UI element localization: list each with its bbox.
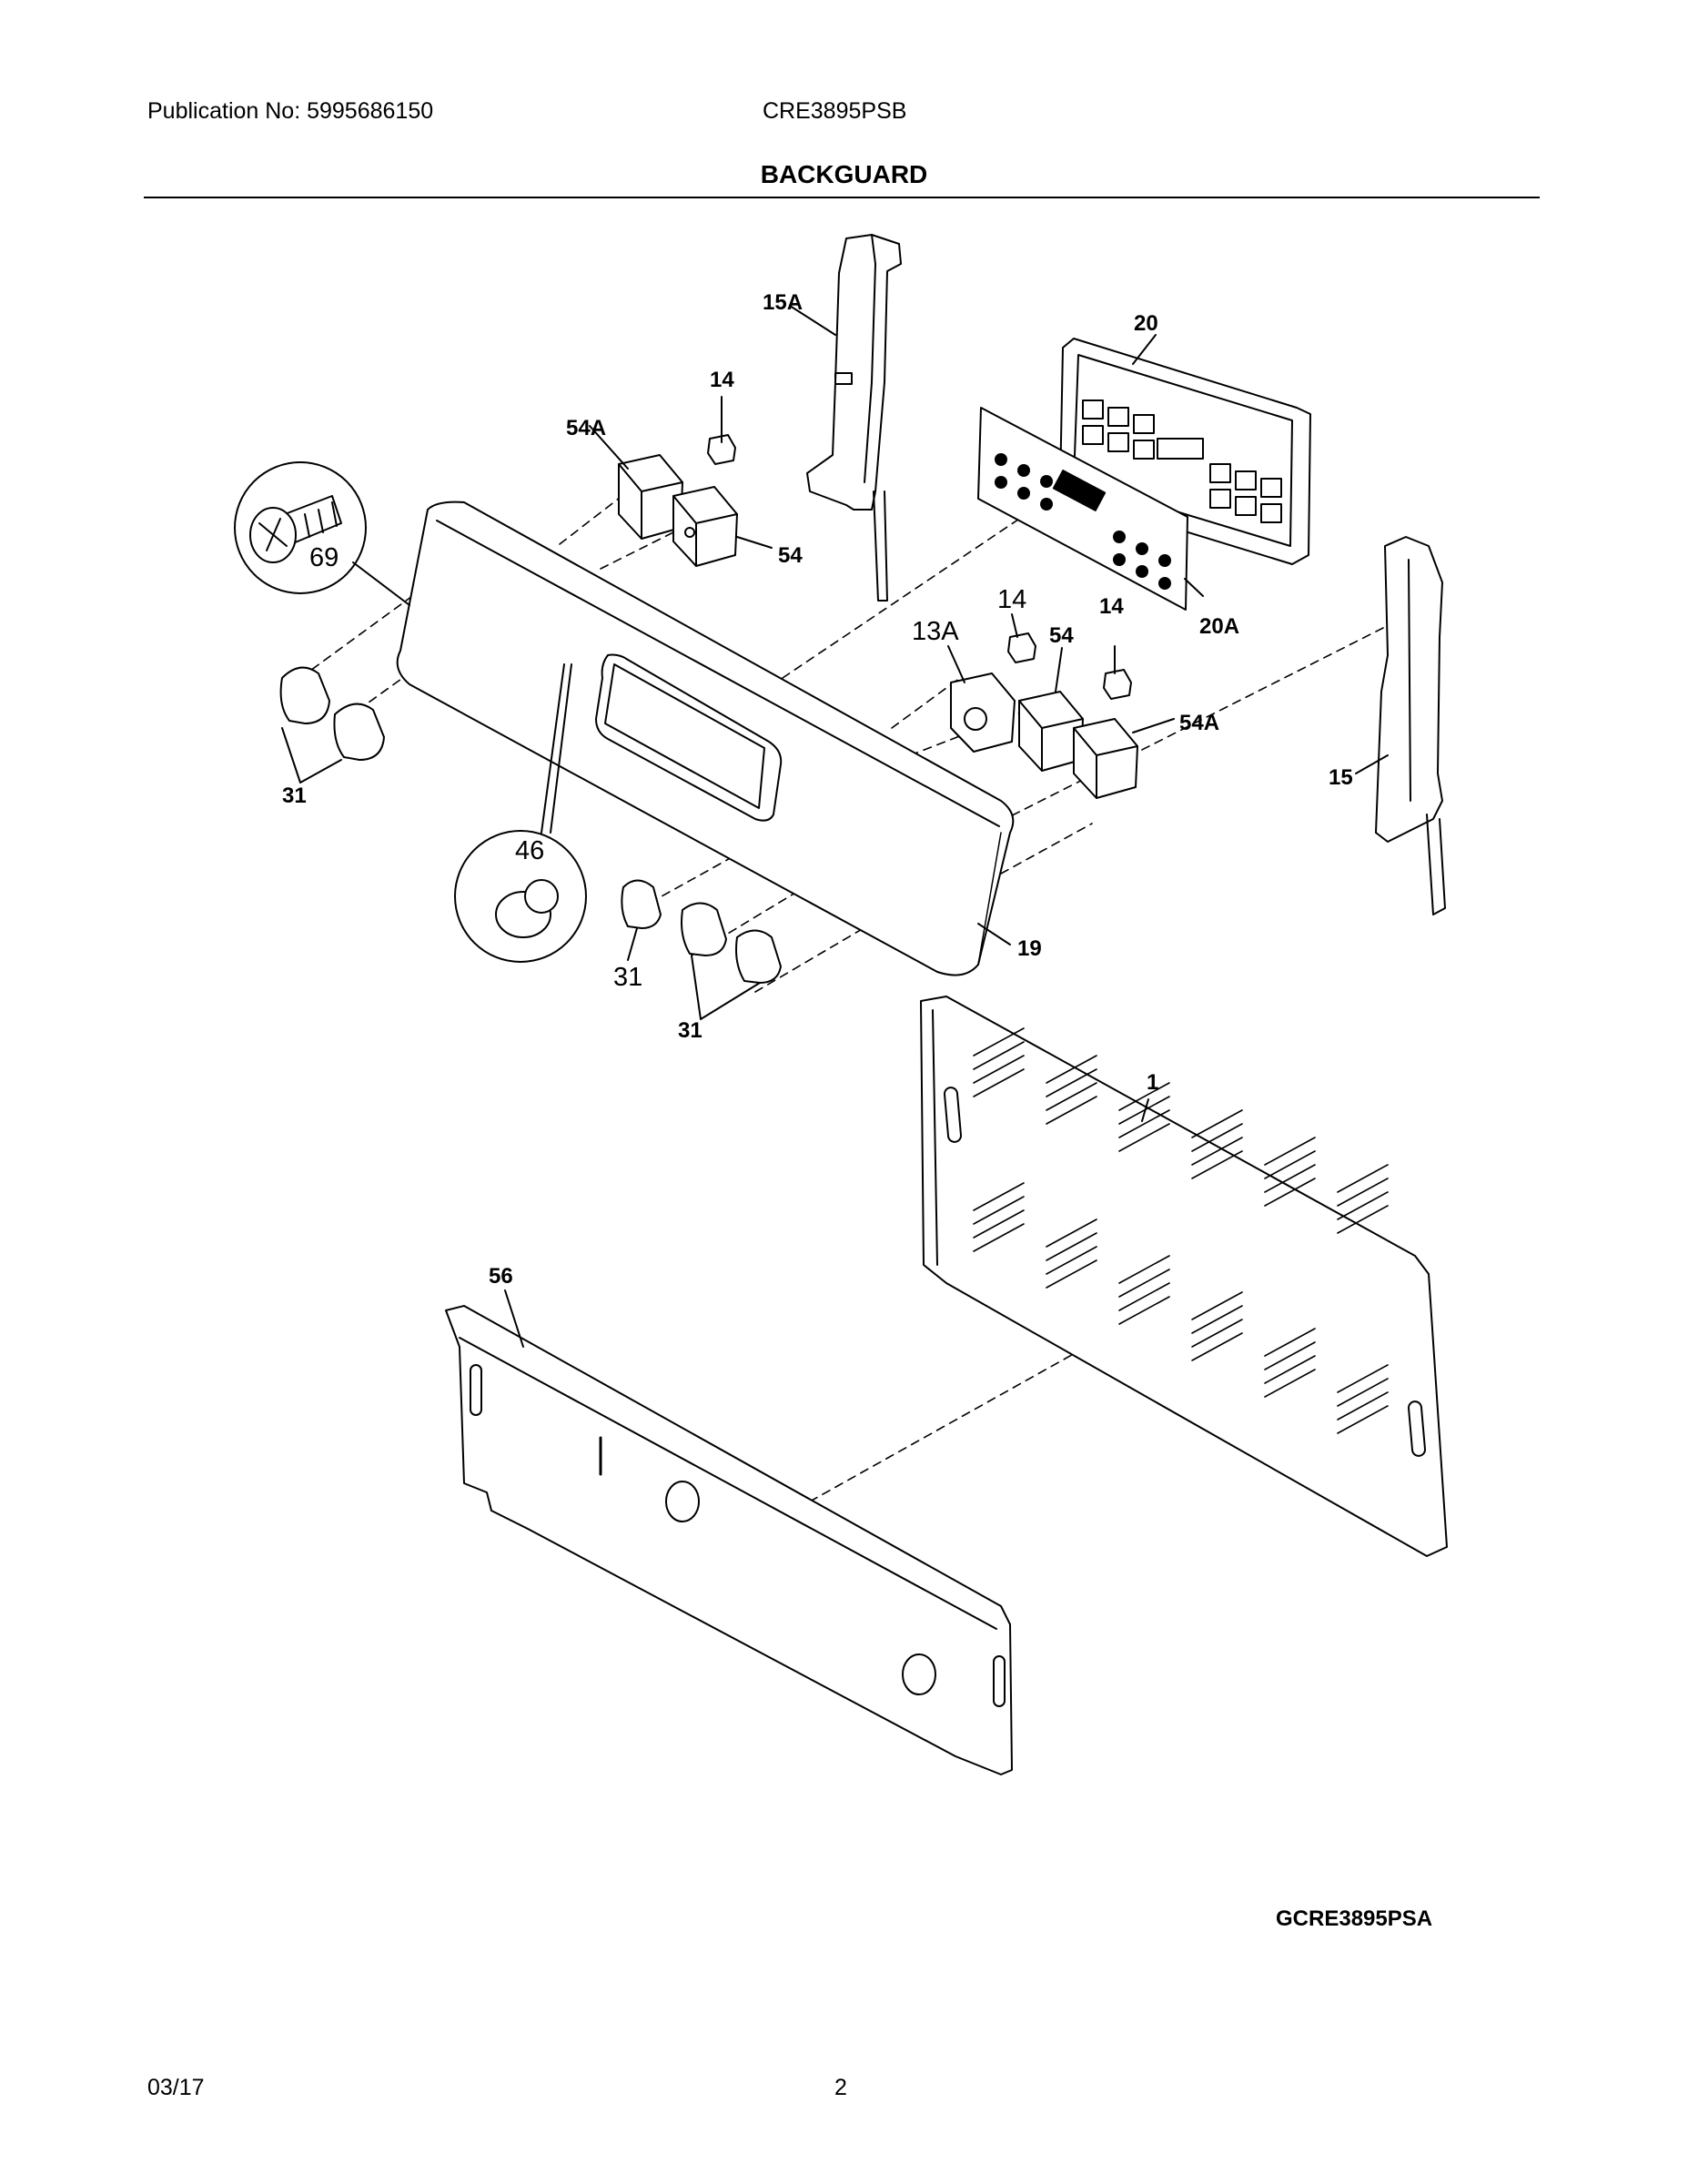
part-1-rear-panel [920,996,1448,1557]
part-14-switch-right [1103,669,1132,700]
header-rule [144,197,1540,198]
label-54-mid: 54 [1049,623,1074,648]
label-14-mid: 14 [997,585,1026,614]
part-46-button-callout [454,663,587,963]
drawing-code: GCRE3895PSA [1276,1906,1433,1931]
label-14-right: 14 [1099,594,1124,619]
label-15: 15 [1329,765,1353,790]
part-13A-infinite-switch [950,672,1016,753]
label-46: 46 [515,836,544,865]
label-54-top: 54 [778,543,803,568]
label-20A: 20A [1199,614,1239,639]
part-20A-membrane-overlay [977,407,1188,611]
part-54A-switch-right [1073,718,1138,799]
model-number: CRE3895PSB [763,98,907,124]
part-19-backguard-panel [396,500,1015,976]
footer-date: 03/17 [147,2075,205,2100]
part-15-right-bracket [1375,536,1446,915]
knobs-31 [279,666,782,984]
part-15A-left-bracket [806,234,902,602]
label-19: 19 [1017,936,1042,961]
leader-lines [281,305,1389,1348]
label-13A: 13A [912,617,959,646]
part-54-switch-left [672,486,738,567]
publication-number: Publication No: 5995686150 [147,98,434,124]
label-14-top: 14 [710,368,734,392]
label-56: 56 [489,1264,513,1289]
label-1: 1 [1147,1070,1158,1095]
label-54A-right: 54A [1179,711,1219,735]
section-title: BACKGUARD [760,160,928,188]
part-14-switch-left [707,434,736,465]
label-31-mid: 31 [613,963,642,992]
vent-slots [973,1027,1389,1434]
label-31-right: 31 [678,1018,702,1043]
label-15A: 15A [763,290,803,315]
part-14-switch-mid [1007,632,1036,663]
label-20: 20 [1134,311,1158,336]
board-relays [1082,399,1282,523]
label-54A-top: 54A [566,416,606,440]
label-69: 69 [309,543,339,572]
part-69-screw-callout [234,461,410,606]
page-number: 2 [834,2075,847,2100]
label-31-left: 31 [282,784,307,808]
part-56-lower-panel [445,1305,1013,1775]
